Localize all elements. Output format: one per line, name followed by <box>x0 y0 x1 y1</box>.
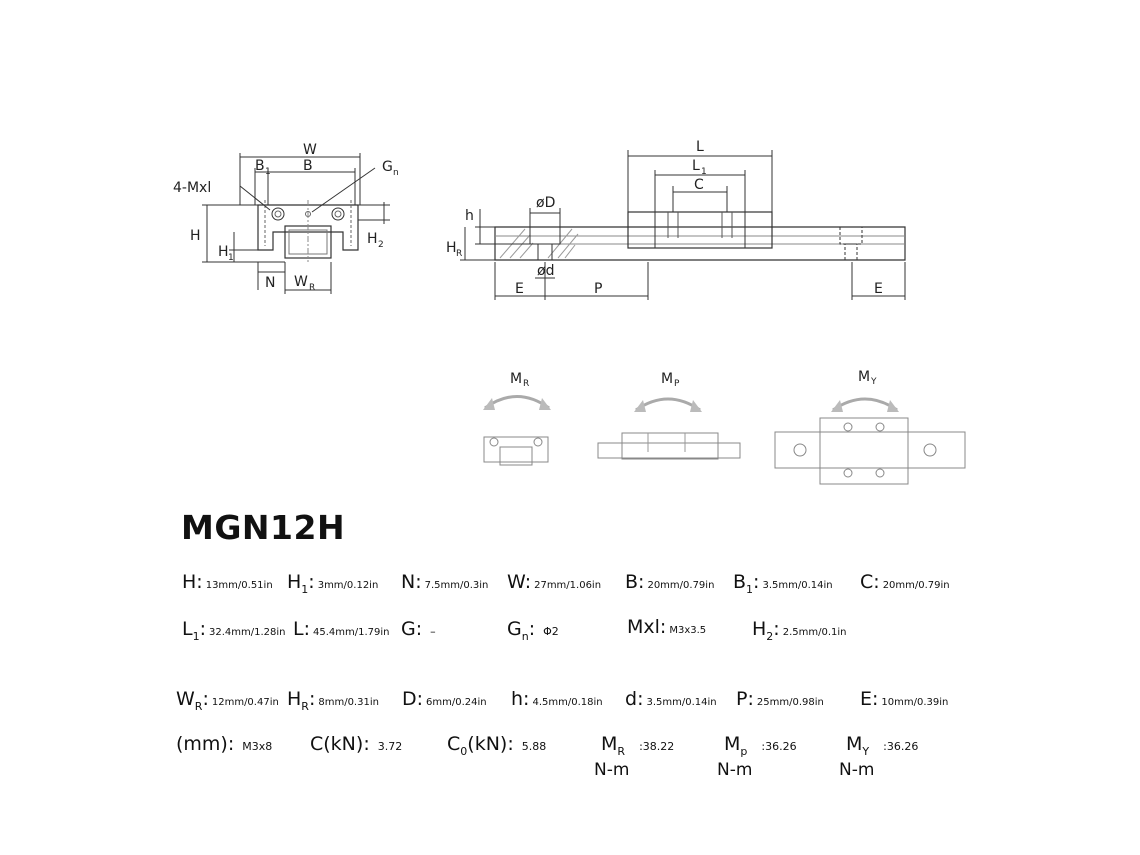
label-h1: H <box>218 244 229 260</box>
spec-n: N:7.5mm/0.3in <box>401 571 489 593</box>
moment-mr-view <box>483 395 551 466</box>
moment-labels: M R M P M Y <box>510 369 877 389</box>
spec-hr: HR:8mm/0.31in <box>287 688 379 713</box>
spec-w: W:27mm/1.06in <box>507 571 602 593</box>
label-od-big: øD <box>536 195 555 211</box>
label-h2: H <box>367 231 378 247</box>
spec-wr: WR:12mm/0.47in <box>176 688 279 713</box>
label-od-small: ød <box>537 263 554 279</box>
label-h-small: h <box>465 208 474 224</box>
label-l1: L <box>692 158 700 174</box>
label-hr: H <box>446 240 457 256</box>
spec-h-small: h:4.5mm/0.18in <box>511 688 603 710</box>
spec-b1: B1:3.5mm/0.14in <box>733 571 833 596</box>
spec-h: H:13mm/0.51in <box>182 571 273 593</box>
spec-g: G:– <box>401 618 436 640</box>
label-gn-sub: n <box>393 168 399 178</box>
label-l1-sub: 1 <box>701 167 707 177</box>
label-my: M <box>858 369 870 385</box>
side-view <box>460 150 906 300</box>
spec-l: L:45.4mm/1.79in <box>293 618 390 640</box>
front-view-labels: 4-Mxl W B 1 B G n H H 1 H 2 N W R <box>173 142 399 293</box>
moment-my-view <box>774 397 966 485</box>
label-mr-sub: R <box>523 379 529 389</box>
spec-mm: (mm):M3x8 <box>176 733 273 755</box>
label-b: B <box>303 158 313 174</box>
spec-gn: Gn:Φ2 <box>507 618 559 643</box>
label-hr-sub: R <box>456 249 462 259</box>
label-h2-sub: 2 <box>378 240 384 250</box>
label-b1-sub: 1 <box>265 167 271 177</box>
label-mp-sub: P <box>674 379 680 389</box>
label-p: P <box>594 281 602 297</box>
spec-c: C:20mm/0.79in <box>860 571 950 593</box>
label-w: W <box>303 142 317 158</box>
label-e-right: E <box>874 281 883 297</box>
model-title: MGN12H <box>181 508 346 547</box>
label-mp: M <box>661 371 673 387</box>
label-e-left: E <box>515 281 524 297</box>
label-mr: M <box>510 371 522 387</box>
label-wr: W <box>294 274 308 290</box>
spec-b: B:20mm/0.79in <box>625 571 715 593</box>
label-wr-sub: R <box>309 283 315 293</box>
spec-l1: L1:32.4mm/1.28in <box>182 618 286 643</box>
spec-h2: H2:2.5mm/0.1in <box>752 618 847 643</box>
side-view-labels: L L 1 C øD h H R ød E P E <box>446 139 883 297</box>
label-h: H <box>190 228 201 244</box>
front-view <box>202 153 390 294</box>
spec-c0-kn: C0(kN):5.88 <box>447 733 547 758</box>
label-c: C <box>694 177 704 193</box>
spec-mxl: Mxl:M3x3.5 <box>627 616 707 638</box>
spec-c-kn: C(kN):3.72 <box>310 733 403 755</box>
spec-d-small: d:3.5mm/0.14in <box>625 688 717 710</box>
spec-p: P:25mm/0.98in <box>736 688 824 710</box>
spec-d-big: D:6mm/0.24in <box>402 688 487 710</box>
label-l: L <box>696 139 704 155</box>
label-my-sub: Y <box>870 377 877 387</box>
label-n: N <box>265 275 275 291</box>
label-h1-sub: 1 <box>228 253 234 263</box>
spec-e: E:10mm/0.39in <box>860 688 949 710</box>
spec-h1: H1:3mm/0.12in <box>287 571 379 596</box>
label-4-mxl: 4-Mxl <box>173 180 211 196</box>
label-b1: B <box>255 158 265 174</box>
moment-mp-view <box>597 397 741 460</box>
label-gn: G <box>382 159 393 175</box>
